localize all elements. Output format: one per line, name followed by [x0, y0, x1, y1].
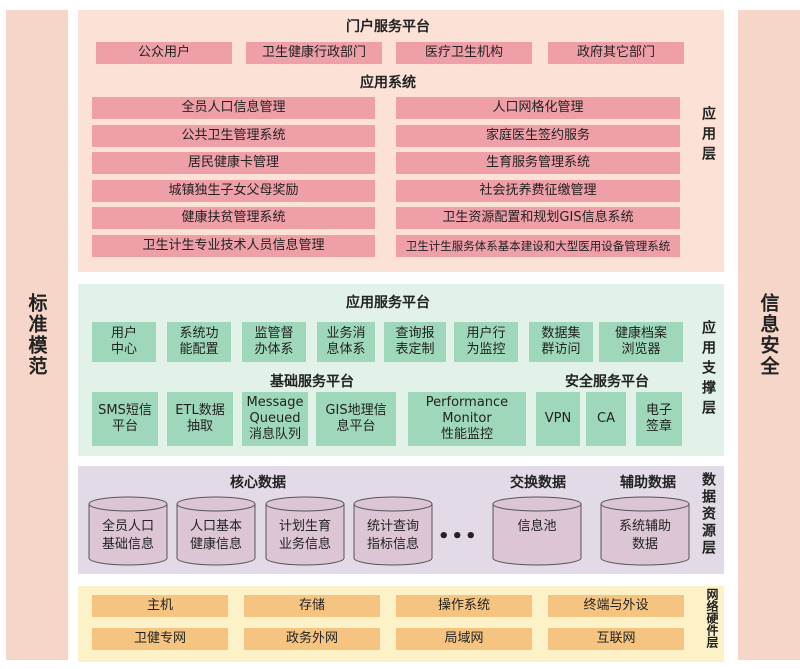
database-cylinder: 人口基本 健康信息	[176, 496, 256, 566]
apps-title: 应用系统	[360, 75, 416, 91]
app-service-box: 用户 中心	[92, 322, 156, 362]
security-service-title: 安全服务平台	[565, 374, 649, 390]
security-service-box: CA	[586, 392, 626, 446]
app-service-box: 业务消 息体系	[317, 322, 375, 362]
database-cylinder: 计划生育 业务信息	[265, 496, 345, 566]
exchange-data-title: 交换数据	[510, 475, 566, 491]
core-data-title: 核心数据	[230, 475, 286, 491]
app-system-box: 人口网格化管理	[396, 97, 680, 119]
app-system-box: 卫生计生服务体系基本建设和大型医用设备管理系统	[396, 234, 680, 257]
database-label: 系统辅助 数据	[618, 519, 671, 552]
network-box: 局域网	[396, 628, 532, 650]
application-layer-label: 应用层	[700, 106, 716, 166]
app-system-box: 居民健康卡管理	[92, 152, 375, 174]
app-system-box: 卫生资源配置和规划GIS信息系统	[396, 207, 680, 229]
database-label: 计划生育 业务信息	[278, 519, 331, 552]
app-system-box: 生育服务管理系统	[396, 152, 680, 174]
security-service-box: VPN	[536, 392, 580, 446]
hardware-box: 存储	[244, 595, 380, 617]
info-security-column: 信息安全	[738, 10, 800, 660]
standards-column: 标准模范	[6, 10, 68, 660]
network-box: 卫健专网	[92, 628, 228, 650]
data-layer-label: 数据资源层	[700, 472, 716, 557]
network-box: 互联网	[548, 628, 684, 650]
portal-user-box: 政府其它部门	[548, 42, 684, 64]
app-service-box: 系统功 能配置	[167, 322, 231, 362]
database-label: 统计查询 指标信息	[366, 519, 419, 552]
ellipsis: •••	[438, 526, 479, 547]
portal-user-box: 卫生健康行政部门	[246, 42, 382, 64]
app-service-box: 健康档案 浏览器	[599, 322, 683, 362]
database-label: 人口基本 健康信息	[189, 519, 242, 552]
portal-user-box: 医疗卫生机构	[396, 42, 532, 64]
hardware-box: 操作系统	[396, 595, 532, 617]
base-service-box: Performance Monitor 性能监控	[408, 392, 526, 446]
security-service-box: 电子 签章	[636, 392, 682, 446]
info-security-label: 信息安全	[757, 293, 780, 377]
hardware-box: 主机	[92, 595, 228, 617]
portal-title: 门户服务平台	[346, 19, 430, 35]
base-service-box: SMS短信 平台	[92, 392, 158, 446]
base-service-box: ETL数据 抽取	[167, 392, 233, 446]
app-system-box: 社会抚养费征缴管理	[396, 179, 680, 202]
database-label: 信息池	[517, 519, 557, 534]
base-service-title: 基础服务平台	[270, 374, 354, 390]
data-layer: 数据资源层 核心数据 交换数据 辅助数据 ••• 全员人口 基础信息 人口基本 健…	[78, 466, 724, 574]
database-label: 全员人口 基础信息	[101, 519, 154, 552]
support-layer: 应用支撑层 应用服务平台 基础服务平台 安全服务平台 用户 中心系统功 能配置监…	[78, 284, 724, 456]
app-service-box: 用户行 为监控	[454, 322, 518, 362]
application-layer: 应用层 门户服务平台 应用系统 公众用户卫生健康行政部门医疗卫生机构政府其它部门…	[78, 10, 724, 272]
database-cylinder: 信息池	[492, 496, 582, 566]
hardware-box: 终端与外设	[548, 595, 684, 617]
app-service-title: 应用服务平台	[346, 295, 430, 311]
hardware-layer: 网络硬件层 主机存储操作系统终端与外设卫健专网政务外网局域网互联网	[78, 586, 724, 662]
app-system-box: 健康扶贫管理系统	[92, 207, 375, 229]
app-service-box: 数据集 群访问	[529, 322, 593, 362]
base-service-box: Message Queued 消息队列	[242, 392, 308, 446]
support-layer-label: 应用支撑层	[700, 320, 716, 420]
app-service-box: 查询报 表定制	[384, 322, 446, 362]
app-system-box: 城镇独生子女父母奖励	[92, 179, 375, 202]
base-service-box: GIS地理信 息平台	[316, 392, 396, 446]
database-cylinder: 全员人口 基础信息	[88, 496, 168, 566]
aux-data-title: 辅助数据	[620, 475, 676, 491]
database-cylinder: 系统辅助 数据	[600, 496, 690, 566]
app-system-box: 卫生计生专业技术人员信息管理	[92, 234, 375, 257]
app-system-box: 家庭医生签约服务	[396, 124, 680, 147]
app-system-box: 公共卫生管理系统	[92, 124, 375, 147]
database-cylinder: 统计查询 指标信息	[353, 496, 433, 566]
portal-user-box: 公众用户	[96, 42, 232, 64]
app-system-box: 全员人口信息管理	[92, 97, 375, 119]
app-service-box: 监管督 办体系	[242, 322, 306, 362]
network-box: 政务外网	[244, 628, 380, 650]
standards-label: 标准模范	[25, 293, 48, 377]
hardware-layer-label: 网络硬件层	[705, 588, 719, 648]
